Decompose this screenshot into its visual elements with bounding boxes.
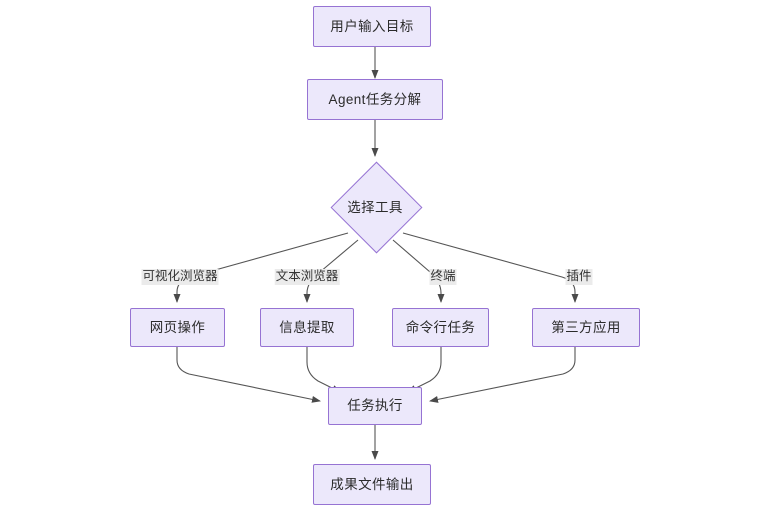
node-agent-task-decomposition[interactable]: Agent任务分解 — [307, 79, 443, 120]
node-command-line-task[interactable]: 命令行任务 — [392, 308, 489, 347]
node-web-operation[interactable]: 网页操作 — [130, 308, 225, 347]
node-result-file-output[interactable]: 成果文件输出 — [313, 464, 431, 505]
node-label: Agent任务分解 — [328, 91, 422, 107]
node-task-execution[interactable]: 任务执行 — [328, 387, 422, 425]
edge-select-to-webop — [173, 232, 349, 303]
edge-label-visual-browser: 可视化浏览器 — [141, 269, 219, 285]
edge-select-to-thirdparty — [402, 232, 579, 303]
node-label: 用户输入目标 — [330, 18, 414, 34]
edge-thirdparty-to-execute — [429, 347, 576, 403]
node-information-extraction[interactable]: 信息提取 — [260, 308, 354, 347]
node-label: 第三方应用 — [551, 319, 621, 335]
node-label: 信息提取 — [279, 319, 335, 335]
edge-webop-to-execute — [176, 347, 321, 403]
edge-label-text-browser: 文本浏览器 — [274, 269, 340, 285]
node-third-party-application[interactable]: 第三方应用 — [532, 308, 640, 347]
node-label: 命令行任务 — [405, 319, 476, 335]
edge-label-terminal: 终端 — [429, 269, 457, 285]
node-user-input-goal[interactable]: 用户输入目标 — [313, 6, 431, 47]
node-select-tool[interactable]: 选择工具 — [330, 161, 422, 253]
node-label: 选择工具 — [347, 200, 403, 215]
edge-cli-to-execute — [407, 347, 442, 393]
node-label: 成果文件输出 — [330, 476, 414, 492]
edge-label-plugin: 插件 — [565, 269, 593, 285]
node-label: 网页操作 — [149, 319, 206, 335]
node-label: 任务执行 — [347, 398, 403, 414]
edge-extract-to-execute — [306, 347, 341, 393]
